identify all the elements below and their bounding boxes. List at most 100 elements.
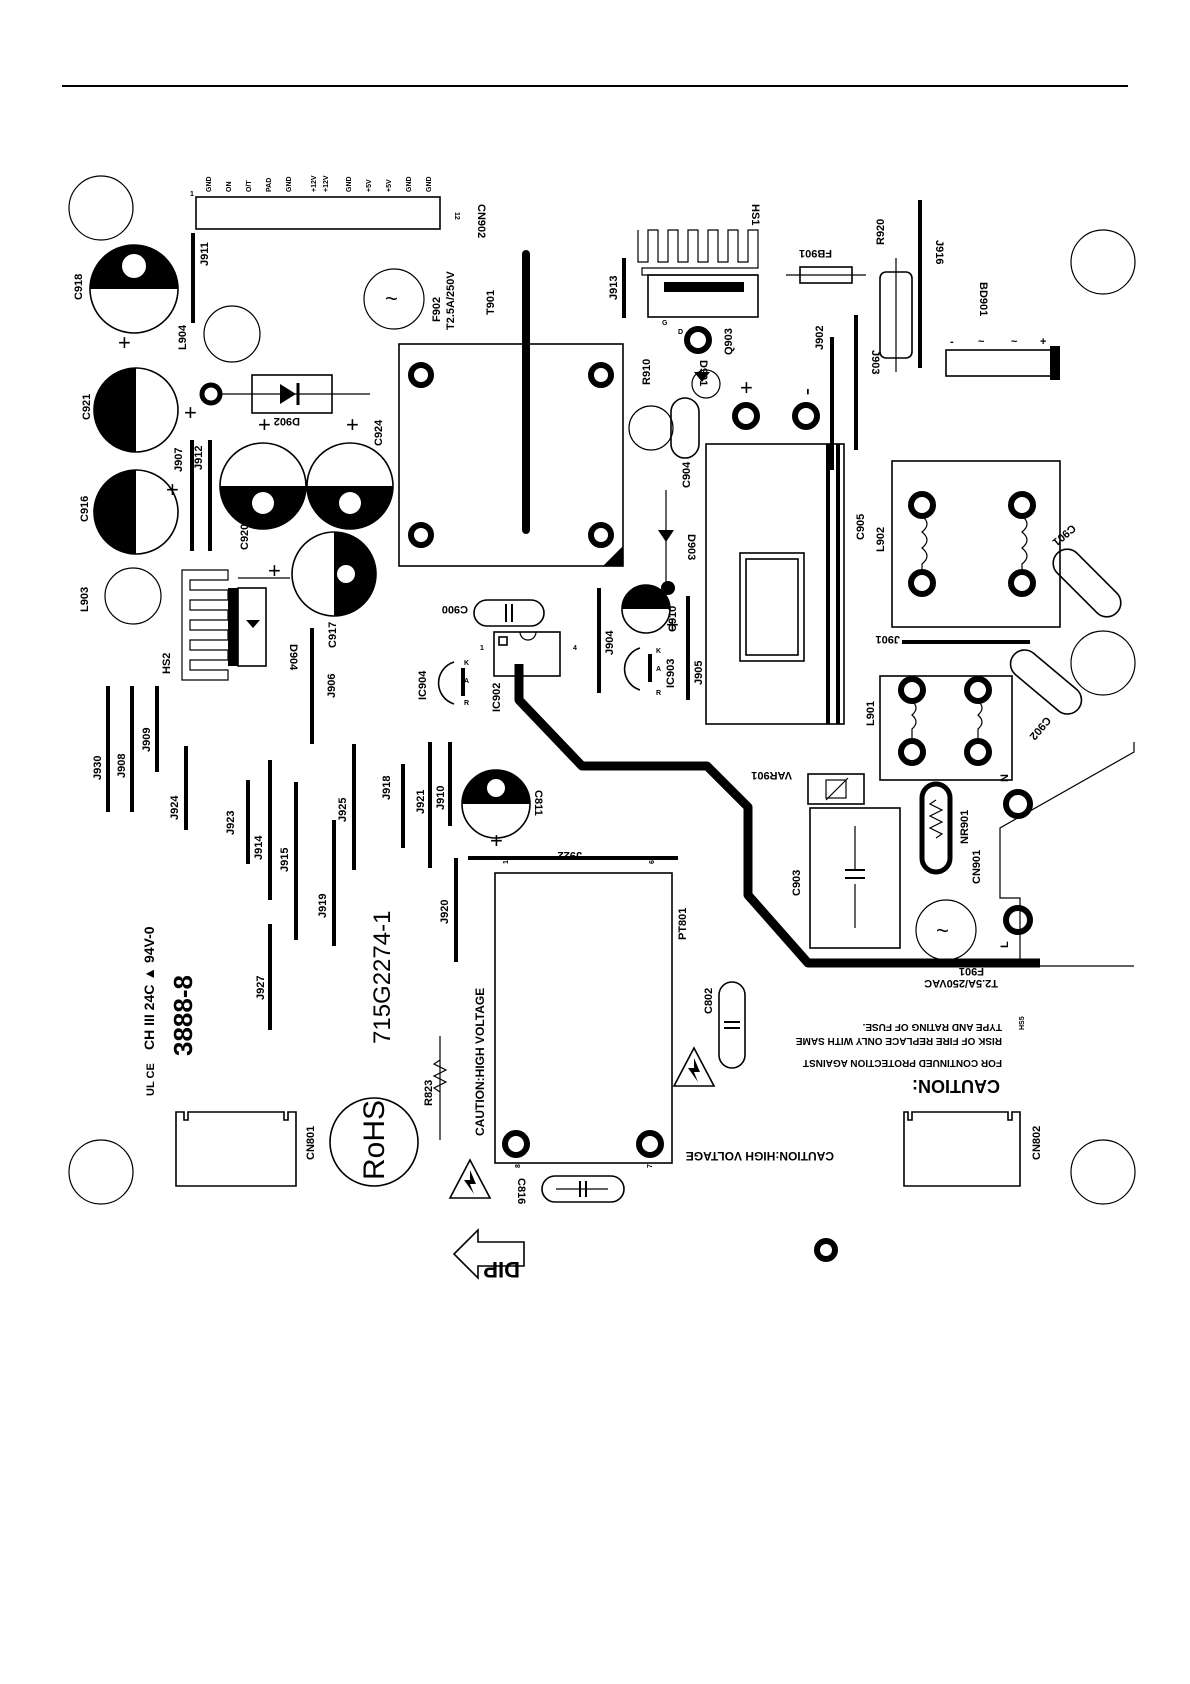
l902-pad-1 bbox=[908, 491, 936, 519]
hs1-label: HS1 bbox=[749, 204, 761, 225]
capacitor-c903 bbox=[809, 807, 901, 949]
t901-label: T901 bbox=[485, 290, 497, 315]
var901-symbol bbox=[825, 779, 847, 799]
c924-plus: + bbox=[346, 412, 359, 437]
q903-pad bbox=[684, 326, 712, 354]
l901-label: L901 bbox=[865, 701, 877, 726]
caution-hv-inverted: CAUTION:HIGH VOLTAGE bbox=[686, 1149, 834, 1163]
bd901-tilde-1: ~ bbox=[978, 336, 985, 348]
rohs-text: RoHS bbox=[358, 1100, 391, 1180]
d901-symbol bbox=[694, 372, 710, 382]
c918-label: C918 bbox=[73, 274, 85, 300]
q903-label: Q903 bbox=[723, 328, 735, 355]
transformer-pt801 bbox=[494, 872, 673, 1164]
ic904-outline bbox=[437, 661, 455, 705]
ic903-body bbox=[648, 654, 652, 682]
ic903-r: R bbox=[656, 690, 661, 697]
ic904-label: IC904 bbox=[417, 670, 429, 700]
j913-label: J913 bbox=[608, 276, 620, 300]
d903-label: D903 bbox=[685, 534, 697, 560]
thermistor-nr901 bbox=[919, 781, 953, 875]
capacitor-c905-outline bbox=[705, 443, 845, 725]
inductor-l903 bbox=[104, 567, 162, 625]
fuse-f901 bbox=[915, 899, 977, 961]
caution-hv-vertical: CAUTION:HIGH VOLTAGE bbox=[473, 988, 487, 1136]
ic902-pin1 bbox=[498, 636, 508, 646]
c904-label: C904 bbox=[681, 461, 693, 488]
dip-text: DIP bbox=[483, 1257, 520, 1282]
cn902-label: CN902 bbox=[475, 204, 487, 238]
capacitor-c920 bbox=[219, 442, 307, 530]
c901-label: C901 bbox=[1050, 522, 1078, 548]
cn902-pin-6: +12V bbox=[311, 175, 318, 192]
capacitor-c918 bbox=[89, 244, 179, 334]
fuse-warning-line-3: TYPE AND RATING OF FUSE. bbox=[862, 1021, 1002, 1032]
ic902-notch bbox=[519, 631, 537, 641]
c910-label: C910 bbox=[667, 606, 679, 632]
capacitor-c924 bbox=[306, 442, 394, 530]
led-d901 bbox=[691, 369, 721, 399]
ic904-k: K bbox=[464, 660, 469, 667]
j910-label: J910 bbox=[435, 786, 447, 810]
mounting-hole-mid-right bbox=[1070, 630, 1136, 696]
ac-neutral-pad bbox=[1003, 789, 1033, 819]
heatsink-hs2 bbox=[181, 569, 229, 681]
capacitor-c904 bbox=[670, 397, 700, 459]
capacitor-c917 bbox=[291, 531, 377, 617]
l902-winding-2 bbox=[1021, 515, 1028, 572]
cert-mark: UL CE bbox=[145, 1063, 157, 1096]
r823-label: R823 bbox=[423, 1080, 435, 1106]
j921-label: J921 bbox=[415, 790, 427, 814]
ac-line-pad bbox=[1003, 905, 1033, 935]
j922-label: J922 bbox=[558, 849, 582, 861]
pt801-pin-6: 6 bbox=[649, 860, 656, 864]
marking-code: 3888-8 bbox=[168, 975, 198, 1056]
part-number: 715G2274-1 bbox=[369, 911, 396, 1044]
cn902-pin-first: 1 bbox=[190, 191, 194, 198]
capacitor-c816 bbox=[541, 1175, 625, 1203]
hs2-label: HS2 bbox=[161, 653, 173, 674]
j911-label: J911 bbox=[199, 242, 211, 266]
l902-pad-2 bbox=[1008, 491, 1036, 519]
j927-label: J927 bbox=[255, 976, 267, 1000]
t901-pad-2 bbox=[588, 362, 614, 388]
hs5-label: HS5 bbox=[1019, 1016, 1026, 1030]
cn902-connector-body bbox=[195, 196, 441, 230]
capacitor-c910 bbox=[621, 584, 671, 634]
cn802-label: CN802 bbox=[1031, 1126, 1043, 1160]
nr901-label: NR901 bbox=[959, 810, 971, 844]
rohs-badge bbox=[329, 1097, 419, 1187]
ic903-label: IC903 bbox=[665, 659, 677, 688]
d903-pad bbox=[661, 581, 675, 595]
c816-label: C816 bbox=[515, 1178, 527, 1204]
fuse-warning-line-1: FOR CONTINUED PROTECTION AGAINST bbox=[803, 1057, 1002, 1068]
cn902-pin-12: GND bbox=[426, 176, 433, 192]
c905-pad-minus bbox=[792, 402, 820, 430]
cert-text: CH III 24C ▲ 94V-0 bbox=[141, 926, 157, 1050]
mounting-hole-bottom-left bbox=[68, 1139, 134, 1205]
cn902-pin-11: GND bbox=[406, 176, 413, 192]
varistor-var901 bbox=[807, 773, 865, 805]
cn902-pin-5: GND bbox=[286, 176, 293, 192]
j905-label: J905 bbox=[693, 661, 705, 685]
q903-d: D bbox=[678, 329, 683, 336]
j919-label: J919 bbox=[317, 894, 329, 918]
capacitor-c811 bbox=[461, 769, 531, 839]
dip-direction-arrow: DIP bbox=[452, 1228, 525, 1282]
l902-label: L902 bbox=[875, 527, 887, 552]
c903-label: C903 bbox=[791, 870, 803, 896]
l904-label: L904 bbox=[177, 324, 189, 350]
cn902-pin-8: GND bbox=[346, 176, 353, 192]
d902-pad bbox=[199, 382, 223, 406]
c905-minus: - bbox=[797, 388, 822, 395]
diode-d904 bbox=[237, 587, 267, 667]
high-voltage-warning-icon-2 bbox=[448, 1158, 492, 1199]
d904-label: D904 bbox=[287, 644, 299, 671]
c902-label: C902 bbox=[1027, 714, 1053, 742]
d904-plus: + bbox=[268, 558, 281, 583]
j918-label: J918 bbox=[381, 776, 393, 800]
l903-label: L903 bbox=[79, 587, 91, 612]
c910-plus: + bbox=[666, 612, 679, 637]
cn902-pin-1: GND bbox=[206, 176, 213, 192]
